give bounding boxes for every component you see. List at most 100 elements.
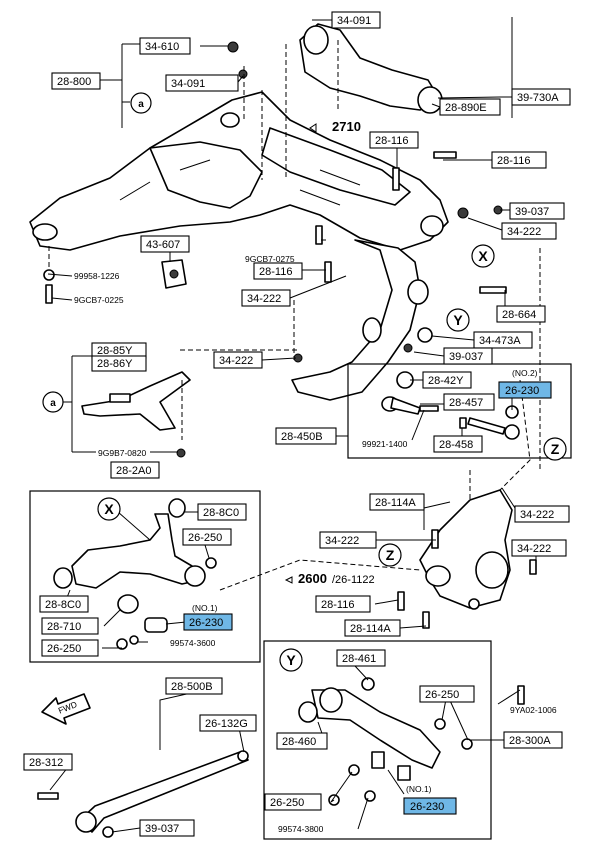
label-39-730A[interactable]: 39-730A bbox=[511, 88, 571, 106]
label-28-664-text: 28-664 bbox=[502, 309, 536, 321]
label-99921-1400: 99921-1400 bbox=[362, 439, 408, 449]
label-28-116-d[interactable]: 28-116 bbox=[315, 595, 371, 613]
label-28-800-text: 28-800 bbox=[57, 76, 91, 88]
fwd-arrow-icon: FWD bbox=[41, 693, 91, 725]
label-28-890E-text: 28-890E bbox=[445, 102, 487, 114]
label-39-037-b[interactable]: 39-037 bbox=[443, 347, 493, 365]
label-26-230-no1-b-text: 26-230 bbox=[410, 801, 444, 813]
label-34-222-b[interactable]: 34-222 bbox=[241, 289, 291, 307]
label-28-116-a[interactable]: 28-116 bbox=[369, 131, 419, 149]
label-2710-text: 2710 bbox=[332, 119, 361, 134]
label-39-037-c[interactable]: 39-037 bbox=[139, 819, 195, 837]
label-9G9B7-0820-text: 9G9B7-0820 bbox=[98, 448, 146, 458]
label-28-458[interactable]: 28-458 bbox=[433, 435, 483, 453]
label-26-250-a[interactable]: 26-250 bbox=[182, 528, 232, 546]
label-34-222-d[interactable]: 34-222 bbox=[514, 505, 570, 523]
label-28-116-d-text: 28-116 bbox=[321, 599, 354, 611]
dashed-assembly-lines bbox=[48, 40, 541, 591]
label-28-114A-b[interactable]: 28-114A bbox=[344, 619, 401, 637]
label-34-091-left-text: 34-091 bbox=[171, 78, 205, 90]
upper-arm-drawing bbox=[53, 498, 217, 650]
callout-a-top: a bbox=[130, 92, 152, 114]
label-34-222-e-text: 34-222 bbox=[325, 535, 359, 547]
label-28-86Y-text: 28-86Y bbox=[97, 358, 133, 370]
callout-x-main-text: X bbox=[478, 248, 488, 264]
label-26-250-d-text: 26-250 bbox=[270, 797, 304, 809]
label-26-132G[interactable]: 26-132G bbox=[199, 714, 257, 732]
lower-arm-a-drawing bbox=[81, 371, 191, 431]
label-99958-1226: 99958-1226 bbox=[74, 271, 120, 281]
callout-y-main-text: Y bbox=[453, 312, 463, 328]
label-34-222-e[interactable]: 34-222 bbox=[319, 531, 377, 549]
label-no1-a: (NO.1) bbox=[192, 603, 218, 613]
label-26-230-no2-text: 26-230 bbox=[505, 385, 539, 397]
label-99958-1226-text: 99958-1226 bbox=[74, 271, 120, 281]
label-9GCB7-0225-text: 9GCB7-0225 bbox=[74, 295, 124, 305]
toe-link-kit-drawing bbox=[381, 371, 520, 440]
label-26-230-no1-b[interactable]: 26-230 bbox=[403, 797, 457, 815]
label-39-037-b-text: 39-037 bbox=[449, 351, 483, 363]
label-34-091-top[interactable]: 34-091 bbox=[331, 11, 381, 29]
callout-a-mid: a bbox=[42, 391, 64, 413]
label-39-037-a[interactable]: 39-037 bbox=[509, 202, 565, 220]
stabilizer-bushing-drawing bbox=[161, 259, 187, 289]
label-28-450B-text: 28-450B bbox=[281, 431, 323, 443]
label-28-450B[interactable]: 28-450B bbox=[275, 427, 337, 445]
label-28-2A0-text: 28-2A0 bbox=[116, 465, 151, 477]
label-26-250-c-text: 26-250 bbox=[425, 689, 459, 701]
label-28-114A-b-text: 28-114A bbox=[350, 623, 391, 635]
label-34-091-left[interactable]: 34-091 bbox=[165, 74, 239, 92]
label-28-116-c[interactable]: 28-116 bbox=[253, 262, 303, 280]
label-34-473A-text: 34-473A bbox=[479, 335, 521, 347]
label-28-300A[interactable]: 28-300A bbox=[503, 731, 563, 749]
label-9YA02-1006-text: 9YA02-1006 bbox=[510, 705, 557, 715]
lateral-link-drawing bbox=[298, 677, 525, 806]
label-34-222-f[interactable]: 34-222 bbox=[511, 539, 567, 557]
label-28-664[interactable]: 28-664 bbox=[496, 305, 546, 323]
label-28-312[interactable]: 28-312 bbox=[23, 753, 73, 771]
label-26-230-no1-a[interactable]: 26-230 bbox=[183, 613, 233, 631]
label-28-8C0-a[interactable]: 28-8C0 bbox=[197, 503, 247, 521]
label-43-607[interactable]: 43-607 bbox=[140, 235, 190, 253]
label-34-222-a[interactable]: 34-222 bbox=[501, 222, 557, 240]
label-34-222-f-text: 34-222 bbox=[517, 543, 551, 555]
label-28-461[interactable]: 28-461 bbox=[336, 649, 386, 667]
label-99574-3600-text: 99574-3600 bbox=[170, 638, 216, 648]
label-28-114A-a[interactable]: 28-114A bbox=[369, 493, 425, 511]
label-28-460[interactable]: 28-460 bbox=[276, 732, 328, 750]
label-26-250-b[interactable]: 26-250 bbox=[41, 639, 99, 657]
label-28-800[interactable]: 28-800 bbox=[51, 72, 101, 90]
label-28-42Y[interactable]: 28-42Y bbox=[422, 371, 472, 389]
label-39-730A-text: 39-730A bbox=[517, 92, 559, 104]
label-28-2A0[interactable]: 28-2A0 bbox=[110, 461, 160, 479]
leader-lines bbox=[47, 19, 537, 833]
label-no2: (NO.2) bbox=[512, 368, 538, 378]
label-34-610[interactable]: 34-610 bbox=[139, 37, 191, 55]
label-28-710-text: 28-710 bbox=[47, 621, 81, 633]
label-28-8C0-b[interactable]: 28-8C0 bbox=[39, 595, 89, 613]
label-34-473A[interactable]: 34-473A bbox=[473, 331, 533, 349]
label-34-091-top-text: 34-091 bbox=[337, 15, 371, 27]
label-26-250-d[interactable]: 26-250 bbox=[264, 793, 322, 811]
crossmember-drawing bbox=[29, 91, 449, 401]
label-28-116-b[interactable]: 28-116 bbox=[491, 151, 547, 169]
label-28-710[interactable]: 28-710 bbox=[41, 617, 99, 635]
label-2710[interactable]: 2710 bbox=[309, 119, 361, 134]
label-28-890E[interactable]: 28-890E bbox=[439, 98, 501, 116]
label-28-116-a-text: 28-116 bbox=[375, 135, 408, 147]
label-28-500B-text: 28-500B bbox=[171, 681, 213, 693]
label-28-457[interactable]: 28-457 bbox=[443, 393, 495, 411]
label-28-500B[interactable]: 28-500B bbox=[165, 677, 223, 695]
differential-mount-drawing bbox=[299, 14, 443, 114]
label-2600[interactable]: 2600 /26-1122 bbox=[284, 571, 375, 586]
rear-knuckle-drawing bbox=[397, 489, 537, 629]
label-34-222-c[interactable]: 34-222 bbox=[213, 351, 263, 369]
label-26-230-no2[interactable]: 26-230 bbox=[498, 381, 552, 399]
label-28-116-b-text: 28-116 bbox=[497, 155, 530, 167]
callout-z-sub-text: Z bbox=[551, 441, 560, 457]
label-99574-3800: 99574-3800 bbox=[278, 824, 324, 834]
label-28-460-text: 28-460 bbox=[282, 736, 316, 748]
label-28-114A-a-text: 28-114A bbox=[375, 497, 416, 509]
label-26-250-c[interactable]: 26-250 bbox=[419, 685, 475, 703]
label-28-86Y[interactable]: 28-86Y bbox=[91, 355, 147, 372]
